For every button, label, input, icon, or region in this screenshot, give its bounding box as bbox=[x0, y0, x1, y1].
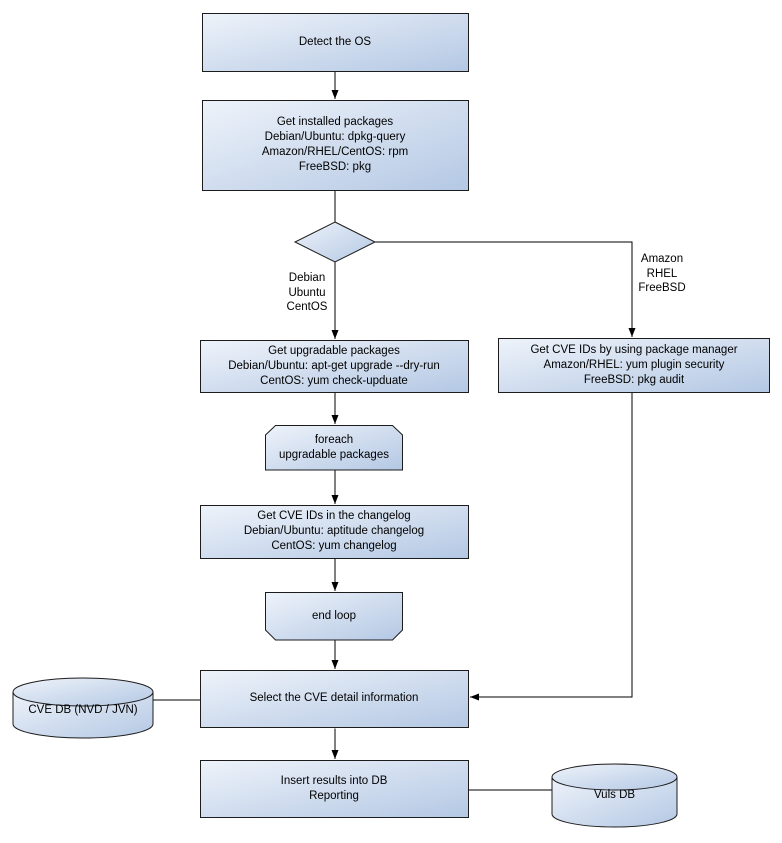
loop-start-foreach-shape bbox=[265, 425, 403, 471]
node-select-cve-detail-shape bbox=[200, 670, 469, 728]
edges bbox=[153, 71, 636, 791]
node-get-installed-packages-shape bbox=[202, 100, 469, 191]
db-cve-shape bbox=[12, 677, 154, 739]
node-get-cve-ids-package-manager-shape bbox=[498, 338, 770, 393]
edge-decision-to-pkgmgr bbox=[375, 241, 636, 337]
node-insert-results-shape bbox=[200, 760, 469, 818]
node-shapes bbox=[12, 13, 770, 828]
node-get-cve-ids-changelog-shape bbox=[200, 505, 469, 559]
edge-pkgmgr-to-select bbox=[470, 392, 633, 701]
node-detect-os-shape bbox=[202, 13, 469, 72]
decision-os-type-shape bbox=[293, 221, 377, 263]
loop-end-shape bbox=[265, 592, 403, 641]
db-vuls-shape bbox=[551, 763, 678, 828]
node-get-upgradable-packages-shape bbox=[200, 340, 469, 393]
